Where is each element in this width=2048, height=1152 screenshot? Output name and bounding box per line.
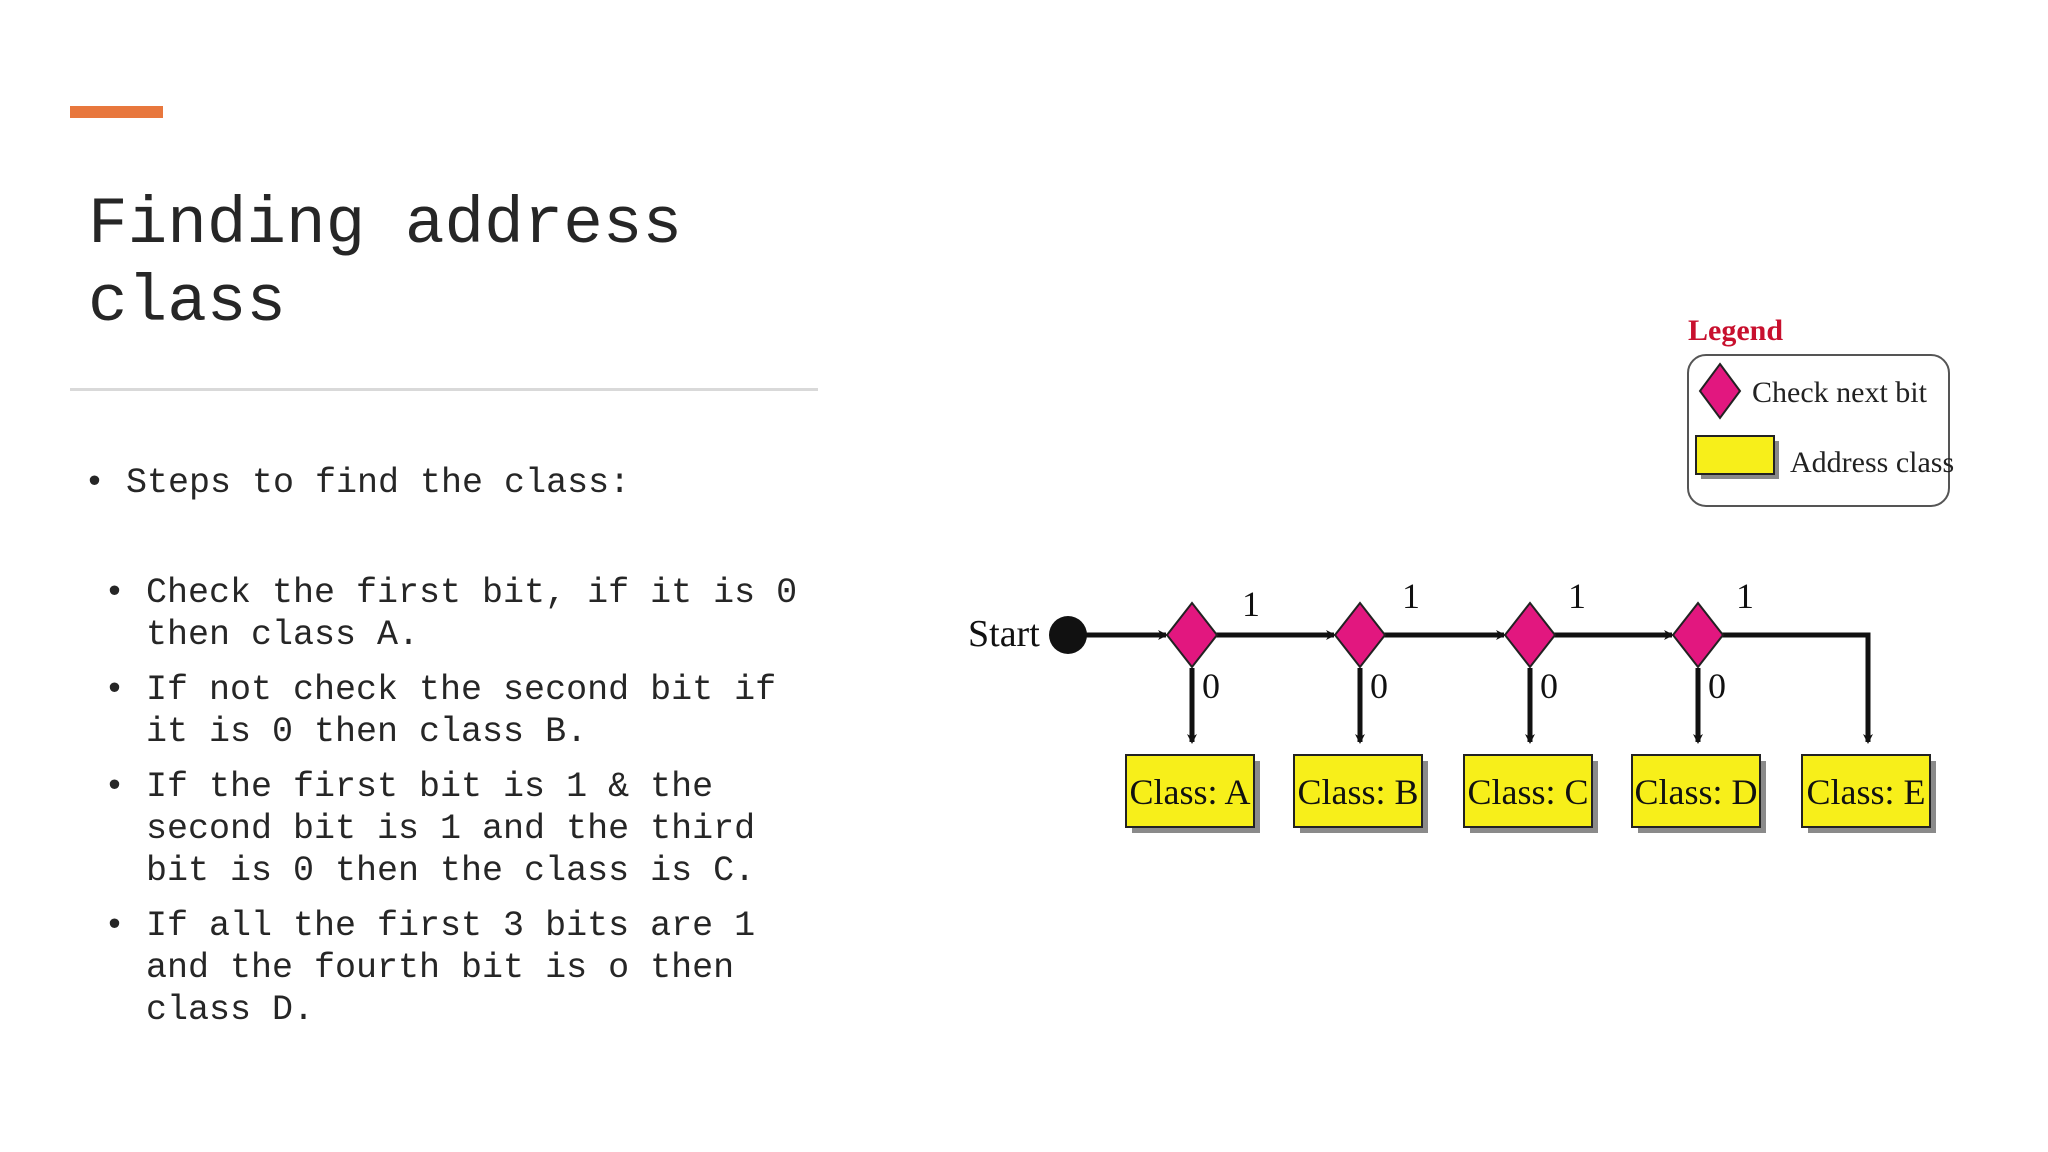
steps-list: • Check the first bit, if it is 0 then c… bbox=[104, 572, 804, 1044]
class-box bbox=[1631, 754, 1761, 828]
class-label: Class: D bbox=[1634, 772, 1757, 812]
lead-bullet: • Steps to find the class: bbox=[84, 462, 824, 504]
bullet-icon: • bbox=[104, 906, 126, 946]
legend-check-label: Check next bit bbox=[1752, 376, 1928, 409]
legend-address-label: Address class bbox=[1790, 446, 1954, 479]
step-text: If all the first 3 bits are 1 and the fo… bbox=[146, 906, 756, 1030]
step-item: • If not check the second bit if it is 0… bbox=[104, 669, 804, 753]
class-box bbox=[1463, 754, 1593, 828]
check-bit-diamond bbox=[1671, 601, 1725, 669]
bit-one-label: 1 bbox=[1568, 576, 1586, 616]
step-text: If the first bit is 1 & the second bit i… bbox=[146, 767, 756, 891]
start-label: Start bbox=[968, 613, 1040, 655]
step-item: • If all the first 3 bits are 1 and the … bbox=[104, 905, 804, 1031]
step-item: • Check the first bit, if it is 0 then c… bbox=[104, 572, 804, 656]
legend-diamond-icon bbox=[1698, 362, 1742, 420]
address-class-flowchart: Legend Check next bit Address class Star… bbox=[968, 314, 1954, 833]
title-divider bbox=[70, 388, 818, 391]
bit-one-label: 1 bbox=[1736, 576, 1754, 616]
bit-one-label: 1 bbox=[1242, 584, 1260, 624]
class-box bbox=[1125, 754, 1255, 828]
step-item: • If the first bit is 1 & the second bit… bbox=[104, 766, 804, 892]
class-box bbox=[1801, 754, 1931, 828]
step-text: Check the first bit, if it is 0 then cla… bbox=[146, 573, 798, 655]
class-label: Class: E bbox=[1806, 772, 1925, 812]
bit-zero-label: 0 bbox=[1370, 666, 1388, 706]
bit-zero-label: 0 bbox=[1540, 666, 1558, 706]
flow-line bbox=[1722, 632, 1873, 744]
bullet-icon: • bbox=[104, 573, 126, 613]
legend-title: Legend bbox=[1688, 314, 1783, 347]
check-bit-diamond bbox=[1503, 601, 1557, 669]
slide-title: Finding address class bbox=[88, 187, 683, 340]
check-bit-diamond bbox=[1333, 601, 1387, 669]
check-bit-diamond bbox=[1165, 601, 1219, 669]
accent-bar bbox=[70, 106, 163, 118]
class-box bbox=[1293, 754, 1423, 828]
bullet-icon: • bbox=[104, 670, 126, 710]
class-label: Class: B bbox=[1297, 772, 1418, 812]
bit-zero-label: 0 bbox=[1202, 666, 1220, 706]
bit-one-label: 1 bbox=[1402, 576, 1420, 616]
class-label: Class: C bbox=[1467, 772, 1588, 812]
bit-zero-label: 0 bbox=[1708, 666, 1726, 706]
lead-text: Steps to find the class: bbox=[126, 463, 631, 503]
bullet-icon: • bbox=[84, 463, 106, 503]
legend-address-swatch bbox=[1695, 435, 1775, 475]
step-text: If not check the second bit if it is 0 t… bbox=[146, 670, 777, 752]
start-node bbox=[1049, 616, 1087, 654]
class-label: Class: A bbox=[1129, 772, 1250, 812]
bullet-icon: • bbox=[104, 767, 126, 807]
